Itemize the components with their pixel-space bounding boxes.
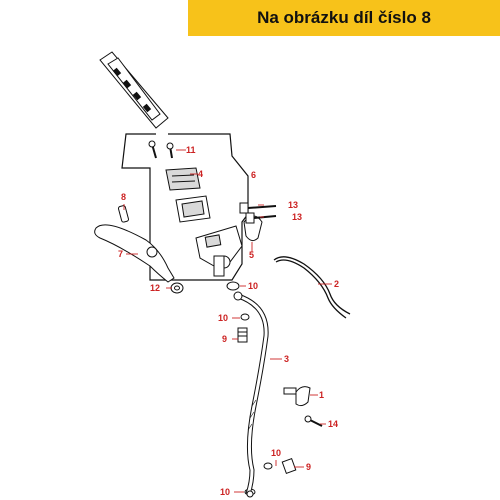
callout-10-d: 10 <box>220 487 230 497</box>
master-cylinder-part <box>195 225 243 277</box>
callout-7: 7 <box>118 249 123 259</box>
callout-9-b: 9 <box>306 462 311 472</box>
callout-3: 3 <box>284 354 289 364</box>
callout-10-b: 10 <box>218 313 228 323</box>
brake-hose-part <box>233 291 269 498</box>
brake-lever-part <box>94 224 175 283</box>
callout-2: 2 <box>334 279 339 289</box>
nut-part-12 <box>170 282 184 294</box>
hose-clamp-part <box>283 386 311 407</box>
bolt-part-13 <box>239 202 277 224</box>
callout-13-lower: 13 <box>292 212 302 222</box>
callout-4: 4 <box>198 169 203 179</box>
callout-9-a: 9 <box>222 334 227 344</box>
callout-1: 1 <box>319 390 324 400</box>
callout-13-upper: 13 <box>288 200 298 210</box>
highlight-banner: Na obrázku díl číslo 8 <box>188 0 500 36</box>
banjo-bolt-part <box>237 327 297 474</box>
callout-6: 6 <box>251 170 256 180</box>
screw-part-11 <box>148 140 174 159</box>
reservoir-cap-part <box>165 167 201 191</box>
callout-10-a: 10 <box>248 281 258 291</box>
callout-8: 8 <box>121 192 126 202</box>
callout-14: 14 <box>328 419 338 429</box>
screw-part-14 <box>304 415 323 427</box>
callout-labels: 11 4 6 8 13 13 7 5 2 12 10 10 9 3 1 14 1… <box>118 145 339 497</box>
callout-10-c: 10 <box>271 448 281 458</box>
washer-part <box>226 281 273 496</box>
diaphragm-part <box>175 195 211 223</box>
callout-12: 12 <box>150 283 160 293</box>
callout-11: 11 <box>186 145 196 155</box>
switch-panel-part <box>99 51 169 129</box>
pivot-pin-part <box>117 205 129 223</box>
switch-cable-part <box>273 256 351 319</box>
leader-lines <box>123 149 332 493</box>
callout-5: 5 <box>249 250 254 260</box>
assembly-outline <box>121 133 249 281</box>
